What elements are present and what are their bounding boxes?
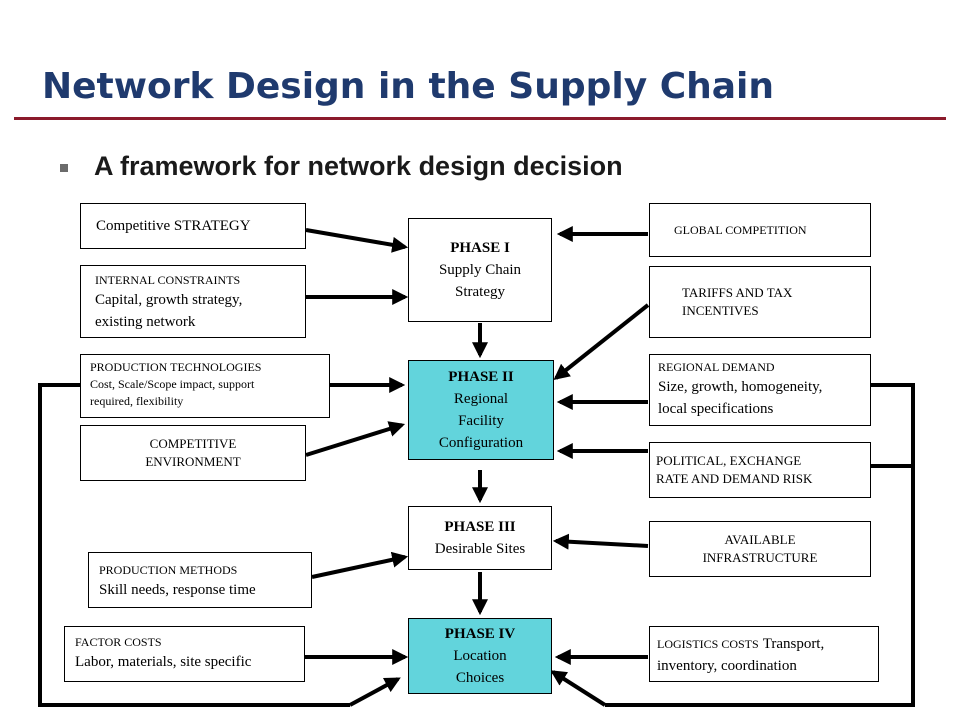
tariffs-label: INCENTIVES xyxy=(682,303,759,318)
phase-1-line: Supply Chain xyxy=(438,262,522,278)
factor-costs-heading: FACTOR COSTS xyxy=(75,635,162,649)
right-feedback-arrow xyxy=(550,670,607,707)
competitive-environment-label: COMPETITIVE xyxy=(149,436,237,451)
competitive-environment-box: COMPETITIVE ENVIRONMENT xyxy=(80,425,306,481)
available-infrastructure-label: INFRASTRUCTURE xyxy=(702,550,818,565)
regional-demand-detail: Size, growth, homogeneity, xyxy=(658,379,823,395)
arrow-compenv-to-phase2 xyxy=(305,421,406,457)
tariffs-box: TARIFFS AND TAX INCENTIVES xyxy=(649,266,871,338)
phase-1-box: PHASE I Supply Chain Strategy xyxy=(408,218,552,322)
arrow-infra-to-phase3 xyxy=(552,533,649,550)
competitive-strategy-box: Competitive STRATEGY xyxy=(80,203,306,249)
political-risk-label: RATE AND DEMAND RISK xyxy=(656,471,813,486)
regional-demand-detail: local specifications xyxy=(658,401,774,417)
production-technologies-detail: required, flexibility xyxy=(90,394,184,408)
phase-2-box: PHASE II Regional Facility Configuration xyxy=(408,360,554,460)
left-feedback-loop xyxy=(38,383,350,707)
left-feedback-arrow xyxy=(349,677,401,707)
phase-1-heading: PHASE I xyxy=(450,240,510,256)
internal-constraints-detail: Capital, growth strategy, xyxy=(95,292,243,308)
logistics-costs-detail: Transport, xyxy=(762,636,825,652)
competitive-environment-label: ENVIRONMENT xyxy=(145,454,241,469)
phase-4-box: PHASE IV Location Choices xyxy=(408,618,552,694)
phase-3-line: Desirable Sites xyxy=(434,541,526,557)
available-infrastructure-box: AVAILABLE INFRASTRUCTURE xyxy=(649,521,871,577)
phase-2-line: Facility xyxy=(458,413,504,429)
global-competition-label: GLOBAL COMPETITION xyxy=(674,223,807,237)
global-competition-box: GLOBAL COMPETITION xyxy=(649,203,871,257)
bullet-text: A framework for network design decision xyxy=(94,151,623,181)
phase-4-heading: PHASE IV xyxy=(444,626,516,642)
page-title: Network Design in the Supply Chain xyxy=(42,66,775,107)
phase-2-line: Configuration xyxy=(438,435,524,451)
production-technologies-detail: Cost, Scale/Scope impact, support xyxy=(90,377,255,391)
internal-constraints-detail: existing network xyxy=(95,314,196,330)
phase-2-line: Regional xyxy=(453,391,509,407)
phase-2-heading: PHASE II xyxy=(448,369,514,385)
arrow-tariffs-to-phase2 xyxy=(553,303,650,380)
tariffs-label: TARIFFS AND TAX xyxy=(682,285,793,300)
phase-3-box: PHASE III Desirable Sites xyxy=(408,506,552,570)
production-technologies-heading: PRODUCTION TECHNOLOGIES xyxy=(90,360,262,374)
logistics-costs-heading: LOGISTICS COSTS xyxy=(657,637,759,651)
right-feedback-loop xyxy=(605,383,915,707)
production-methods-detail: Skill needs, response time xyxy=(99,582,256,598)
competitive-strategy-label: Competitive STRATEGY xyxy=(96,218,251,234)
logistics-costs-box: LOGISTICS COSTS Transport, inventory, co… xyxy=(649,626,879,682)
political-risk-label: POLITICAL, EXCHANGE xyxy=(656,453,802,468)
internal-constraints-box: INTERNAL CONSTRAINTS Capital, growth str… xyxy=(80,265,306,338)
title-divider xyxy=(14,117,946,120)
phase-1-line: Strategy xyxy=(455,284,505,300)
factor-costs-box: FACTOR COSTS Labor, materials, site spec… xyxy=(64,626,305,682)
available-infrastructure-label: AVAILABLE xyxy=(724,532,796,547)
production-methods-heading: PRODUCTION METHODS xyxy=(99,563,238,577)
phase-3-heading: PHASE III xyxy=(444,519,516,535)
regional-demand-box: REGIONAL DEMAND Size, growth, homogeneit… xyxy=(649,354,871,426)
phase-4-line: Location xyxy=(453,648,507,664)
phase-4-line: Choices xyxy=(455,670,505,686)
production-methods-box: PRODUCTION METHODS Skill needs, response… xyxy=(88,552,312,608)
political-risk-box: POLITICAL, EXCHANGE RATE AND DEMAND RISK xyxy=(649,442,871,498)
production-technologies-box: PRODUCTION TECHNOLOGIES Cost, Scale/Scop… xyxy=(80,354,330,418)
bullet-icon xyxy=(60,164,68,172)
arrow-prodmeth-to-phase3 xyxy=(311,551,409,579)
regional-demand-heading: REGIONAL DEMAND xyxy=(658,360,775,374)
logistics-costs-detail: inventory, coordination xyxy=(657,658,797,674)
factor-costs-detail: Labor, materials, site specific xyxy=(75,654,252,670)
arrow-strategy-to-phase1 xyxy=(305,228,409,253)
internal-constraints-heading: INTERNAL CONSTRAINTS xyxy=(95,273,241,287)
